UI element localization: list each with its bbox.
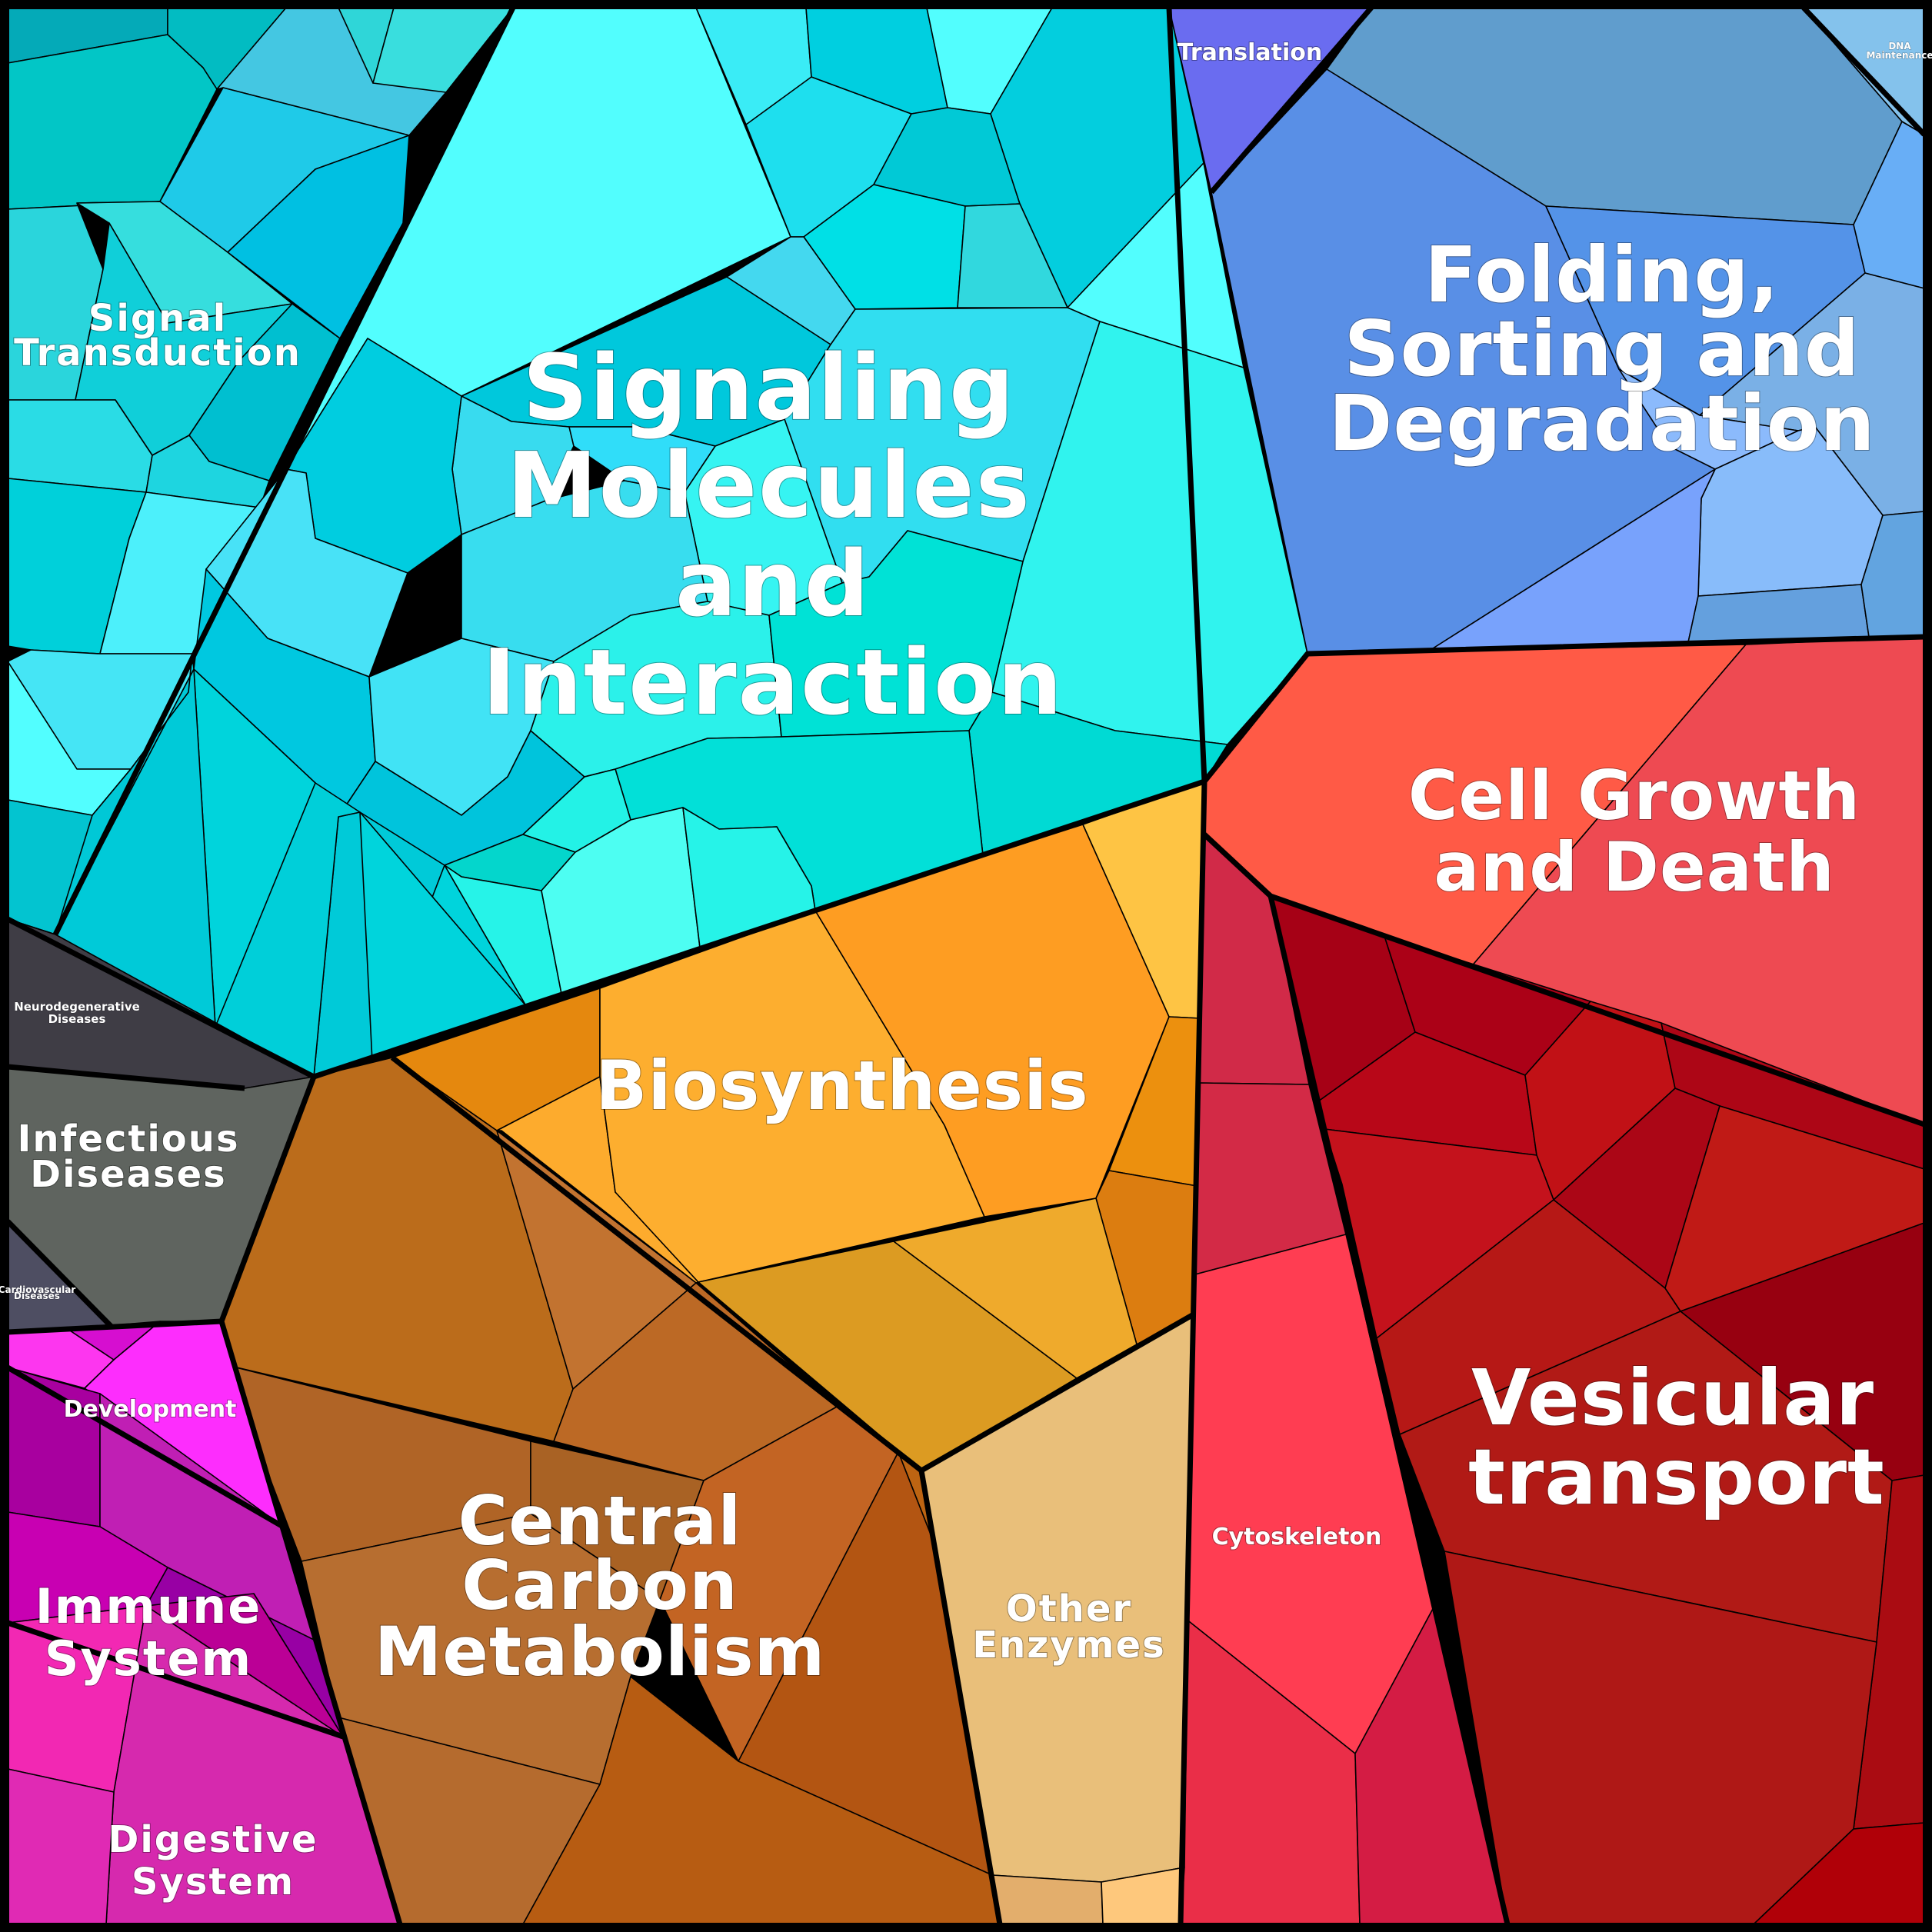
label-folding-line2: Sorting and xyxy=(1344,304,1860,394)
label-biosynthesis: Biosynthesis xyxy=(595,1046,1088,1125)
cell[interactable] xyxy=(991,1874,1104,1925)
region-cytoskeleton[interactable] xyxy=(1180,834,1508,1925)
label-neurodegenerative-line2: Diseases xyxy=(48,1012,106,1026)
label-signaling-line1: Signaling xyxy=(523,335,1016,441)
label-digestive-line2: System xyxy=(132,1860,295,1904)
label-vesicular-line1: Vesicular xyxy=(1471,1353,1874,1443)
label-cardiovascular-line2: Diseases xyxy=(14,1291,60,1301)
region-biosynthesis[interactable] xyxy=(391,781,1205,1471)
cell[interactable] xyxy=(359,811,527,1062)
label-immune-line1: Immune xyxy=(35,1578,262,1634)
label-signal-transduction-line1: Signal xyxy=(88,297,227,340)
label-cell-growth-line2: and Death xyxy=(1434,828,1835,907)
cell[interactable] xyxy=(7,1768,115,1925)
label-infectious-line2: Diseases xyxy=(30,1153,227,1196)
label-development: Development xyxy=(64,1396,237,1423)
label-translation: Translation xyxy=(1178,39,1323,66)
label-central-carbon-line3: Metabolism xyxy=(375,1612,826,1691)
label-dna-maintenance-line1: DNA xyxy=(1888,41,1911,52)
label-neurodegenerative-line1: Neurodegenerative xyxy=(14,1000,140,1014)
label-immune-line2: System xyxy=(45,1631,252,1687)
region-digestive-system[interactable] xyxy=(7,1593,401,1925)
cell[interactable] xyxy=(1376,1199,1681,1435)
label-central-carbon-line2: Carbon xyxy=(461,1546,738,1625)
region-folding-sorting-degradation[interactable] xyxy=(1211,7,1925,655)
label-signaling-line2: Molecules xyxy=(507,432,1031,538)
label-signaling-line4: Interaction xyxy=(482,629,1064,735)
label-other-enzymes-line2: Enzymes xyxy=(972,1624,1165,1667)
label-signal-transduction-line2: Transduction xyxy=(14,331,301,375)
label-cardiovascular-line1: Cardiovascular xyxy=(0,1284,75,1295)
region-signal-transduction[interactable] xyxy=(7,7,514,935)
region-other-enzymes[interactable] xyxy=(921,1314,1193,1925)
label-vesicular-line2: transport xyxy=(1468,1432,1885,1522)
label-signaling-line3: and xyxy=(675,531,871,637)
label-other-enzymes-line1: Other xyxy=(1006,1587,1132,1631)
label-cell-growth-line1: Cell Growth xyxy=(1408,756,1860,835)
labels: Signaling Molecules and Interaction Sign… xyxy=(0,38,1932,1904)
label-infectious-line1: Infectious xyxy=(17,1118,239,1161)
label-dna-maintenance-line2: Maintenance xyxy=(1866,50,1932,61)
label-central-carbon-line1: Central xyxy=(458,1481,742,1561)
cell[interactable] xyxy=(227,135,410,339)
label-digestive-line1: Digestive xyxy=(108,1818,318,1861)
label-cytoskeleton: Cytoskeleton xyxy=(1212,1524,1382,1551)
label-folding-line1: Folding, xyxy=(1424,230,1780,320)
label-folding-line3: Degradation xyxy=(1328,378,1875,468)
region-vesicular-transport[interactable] xyxy=(1270,895,1925,1925)
